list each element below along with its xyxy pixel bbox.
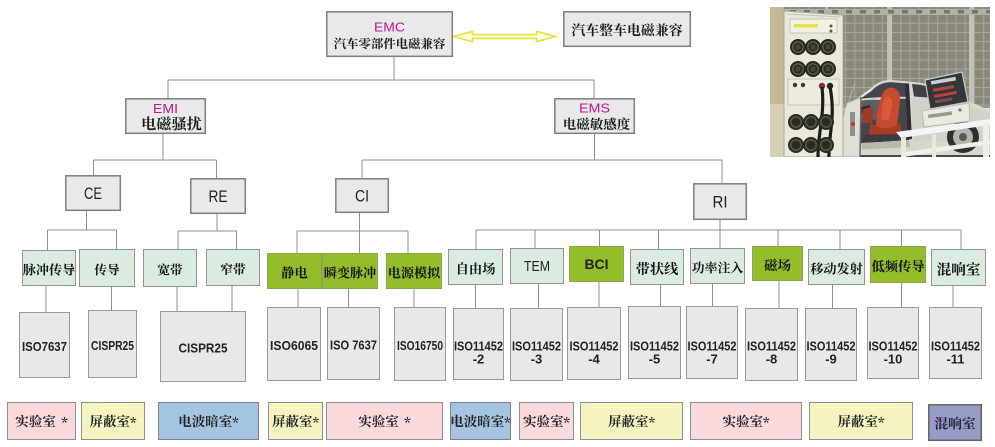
svg-text:ISO11452: ISO11452 (570, 339, 619, 354)
svg-text:ISO 7637: ISO 7637 (330, 338, 377, 353)
svg-text:ISO11452: ISO11452 (747, 339, 796, 354)
svg-text:RE: RE (209, 187, 228, 206)
svg-text:-7: -7 (706, 352, 718, 367)
svg-text:ISO11452: ISO11452 (688, 339, 737, 354)
svg-text:-8: -8 (766, 352, 778, 367)
svg-text:CI: CI (355, 187, 369, 206)
svg-text:ISO11452: ISO11452 (630, 339, 679, 354)
svg-text:RI: RI (713, 193, 728, 212)
svg-text:ISO7637: ISO7637 (22, 339, 67, 354)
svg-text:CISPR25: CISPR25 (179, 341, 228, 356)
svg-text:-10: -10 (884, 352, 903, 367)
svg-text:-9: -9 (825, 352, 837, 367)
svg-text:EMC: EMC (374, 20, 405, 35)
svg-text:ISO11452: ISO11452 (869, 339, 918, 354)
svg-text:ISO11452: ISO11452 (512, 339, 561, 354)
svg-text:TEM: TEM (524, 259, 550, 275)
svg-text:-3: -3 (531, 352, 543, 367)
svg-text:EMS: EMS (579, 100, 610, 115)
svg-text:-11: -11 (946, 352, 964, 367)
svg-text:BCI: BCI (585, 256, 609, 272)
svg-text:ISO6065: ISO6065 (270, 338, 318, 353)
svg-text:-2: -2 (473, 352, 485, 367)
svg-text:-4: -4 (588, 352, 600, 367)
svg-text:ISO16750: ISO16750 (397, 338, 443, 353)
svg-text:EMI: EMI (153, 101, 178, 116)
svg-text:ISO11452: ISO11452 (807, 339, 856, 354)
svg-text:-5: -5 (649, 352, 661, 367)
svg-text:ISO11452: ISO11452 (931, 339, 980, 354)
svg-text:ISO11452: ISO11452 (454, 339, 503, 354)
svg-text:CISPR25: CISPR25 (91, 338, 134, 353)
svg-text:CE: CE (84, 184, 102, 203)
